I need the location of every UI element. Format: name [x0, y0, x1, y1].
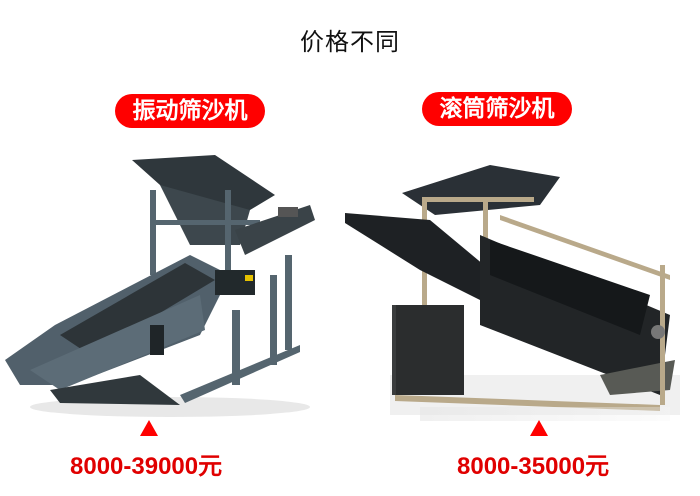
drum-screen-machine-image [340, 145, 700, 435]
red-triangle-up-icon [530, 420, 548, 436]
product-label-drum-screen: 滚筒筛沙机 [422, 92, 572, 126]
red-triangle-up-icon [140, 420, 158, 436]
page-title: 价格不同 [300, 28, 400, 56]
price-range-vibrating-screen: 8000-39000元 [70, 453, 223, 480]
price-range-drum-screen: 8000-35000元 [457, 453, 610, 480]
watermark [420, 407, 670, 421]
product-label-vibrating-screen: 振动筛沙机 [115, 94, 265, 128]
vibrating-screen-machine-image [0, 145, 340, 420]
